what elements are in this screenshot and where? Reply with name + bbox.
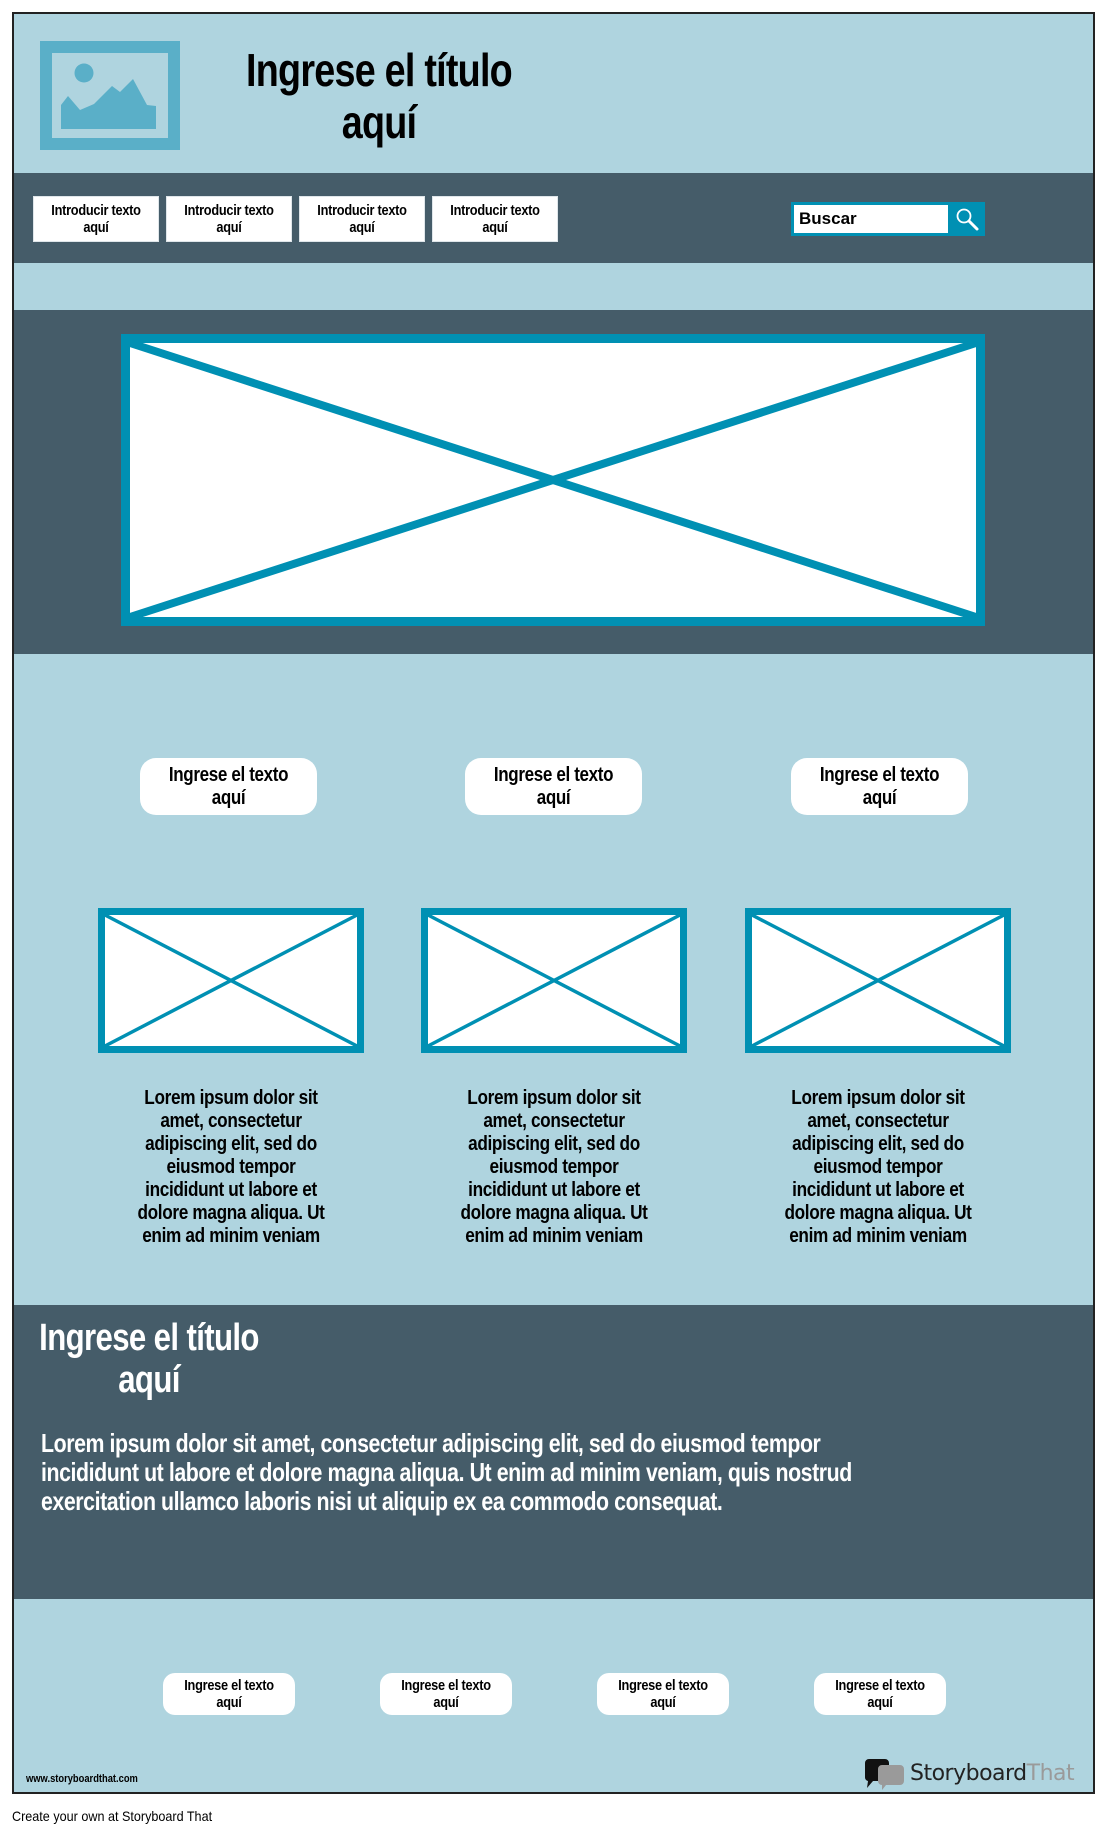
page-title: Ingrese el título aquí <box>246 44 513 148</box>
search-button[interactable] <box>949 202 985 236</box>
search-box <box>791 202 985 236</box>
info-section: Ingrese el título aquí Lorem ipsum dolor… <box>14 1305 1093 1599</box>
search-icon <box>956 208 979 231</box>
site-url: www.storyboardthat.com <box>26 1773 138 1785</box>
create-your-own-note[interactable]: Create your own at Storyboard That <box>12 1808 213 1824</box>
feature-image-placeholder-icon-3 <box>745 908 1011 1053</box>
search-input[interactable] <box>794 205 948 233</box>
feature-label-3[interactable]: Ingrese el texto aquí <box>791 758 968 815</box>
nav-button-1[interactable]: Introducir texto aquí <box>33 196 159 242</box>
hero-band <box>14 310 1093 654</box>
feature-text-2: Lorem ipsum dolor sit amet, consectetur … <box>459 1087 648 1247</box>
storyboard-frame: Ingrese el título aquí Introducir texto … <box>12 12 1095 1794</box>
footer-button-2[interactable]: Ingrese el texto aquí <box>380 1673 512 1715</box>
logo-image-placeholder-icon <box>40 41 180 150</box>
nav-button-4[interactable]: Introducir texto aquí <box>432 196 558 242</box>
hero-image-placeholder-icon <box>121 334 985 626</box>
feature-label-1[interactable]: Ingrese el texto aquí <box>140 758 317 815</box>
feature-text-1: Lorem ipsum dolor sit amet, consectetur … <box>136 1087 325 1247</box>
footer-button-4[interactable]: Ingrese el texto aquí <box>814 1673 946 1715</box>
footer-button-3[interactable]: Ingrese el texto aquí <box>597 1673 729 1715</box>
info-title: Ingrese el título aquí <box>39 1317 259 1401</box>
feature-image-placeholder-icon-2 <box>421 908 687 1053</box>
speech-bubbles-icon <box>864 1759 904 1790</box>
nav-bar: Introducir texto aquí Introducir texto a… <box>14 173 1093 263</box>
feature-image-placeholder-icon-1 <box>98 908 364 1053</box>
nav-button-2[interactable]: Introducir texto aquí <box>166 196 292 242</box>
feature-label-2[interactable]: Ingrese el texto aquí <box>465 758 642 815</box>
info-paragraph: Lorem ipsum dolor sit amet, consectetur … <box>41 1428 852 1516</box>
footer-button-1[interactable]: Ingrese el texto aquí <box>163 1673 295 1715</box>
feature-text-3: Lorem ipsum dolor sit amet, consectetur … <box>783 1087 972 1247</box>
nav-button-3[interactable]: Introducir texto aquí <box>299 196 425 242</box>
